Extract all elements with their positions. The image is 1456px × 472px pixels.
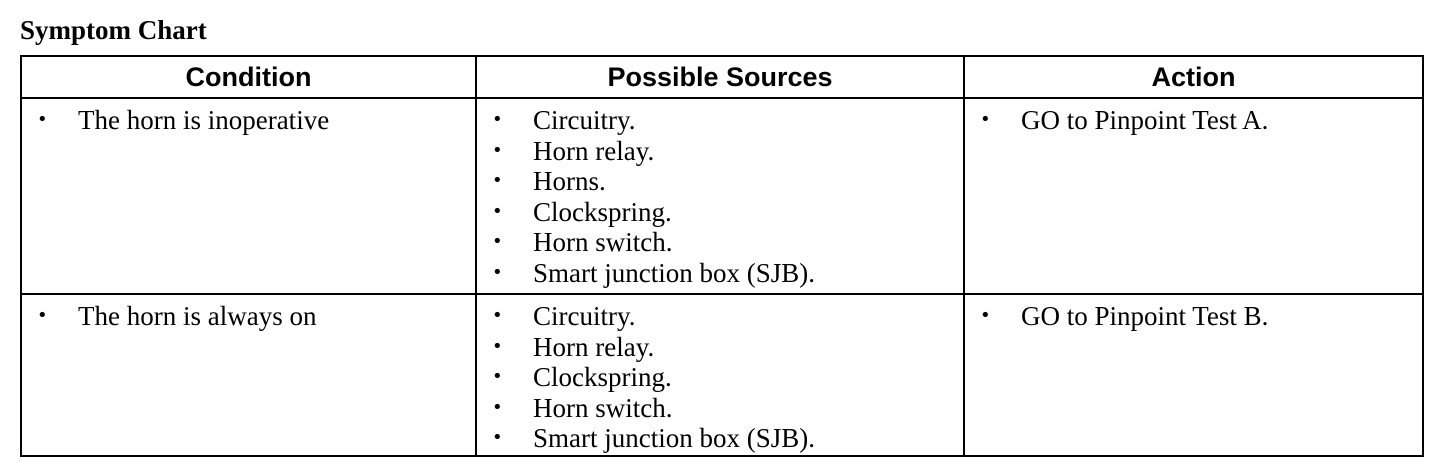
symptom-chart-table: Condition Possible Sources Action The ho… <box>20 55 1424 457</box>
source-item: Circuitry. <box>477 301 963 332</box>
action-cell: GO to Pinpoint Test A. <box>963 97 1424 295</box>
source-item: Clockspring. <box>477 362 963 393</box>
page-title: Symptom Chart <box>20 15 207 45</box>
sources-cell: Circuitry. Horn relay. Clockspring. Horn… <box>475 293 965 457</box>
action-cell: GO to Pinpoint Test B. <box>963 293 1424 457</box>
source-item: Horn switch. <box>477 227 963 258</box>
source-item: Horn relay. <box>477 332 963 363</box>
source-item: Smart junction box (SJB). <box>477 258 963 289</box>
condition-cell: The horn is always on <box>20 293 477 457</box>
table-header-row: Condition Possible Sources Action <box>20 55 1424 99</box>
action-item: GO to Pinpoint Test B. <box>965 301 1422 332</box>
table-row: The horn is always on Circuitry. Horn re… <box>20 293 1424 457</box>
condition-cell: The horn is inoperative <box>20 97 477 295</box>
source-item: Horn relay. <box>477 136 963 167</box>
source-item: Clockspring. <box>477 197 963 228</box>
header-possible-sources: Possible Sources <box>475 55 965 99</box>
condition-item: The horn is inoperative <box>22 105 475 136</box>
header-condition: Condition <box>20 55 477 99</box>
source-item: Horns. <box>477 166 963 197</box>
table-row: The horn is inoperative Circuitry. Horn … <box>20 97 1424 295</box>
header-action: Action <box>963 55 1424 99</box>
source-item: Circuitry. <box>477 105 963 136</box>
source-item: Horn switch. <box>477 393 963 424</box>
condition-item: The horn is always on <box>22 301 475 332</box>
action-item: GO to Pinpoint Test A. <box>965 105 1422 136</box>
source-item: Smart junction box (SJB). <box>477 423 963 454</box>
sources-cell: Circuitry. Horn relay. Horns. Clocksprin… <box>475 97 965 295</box>
